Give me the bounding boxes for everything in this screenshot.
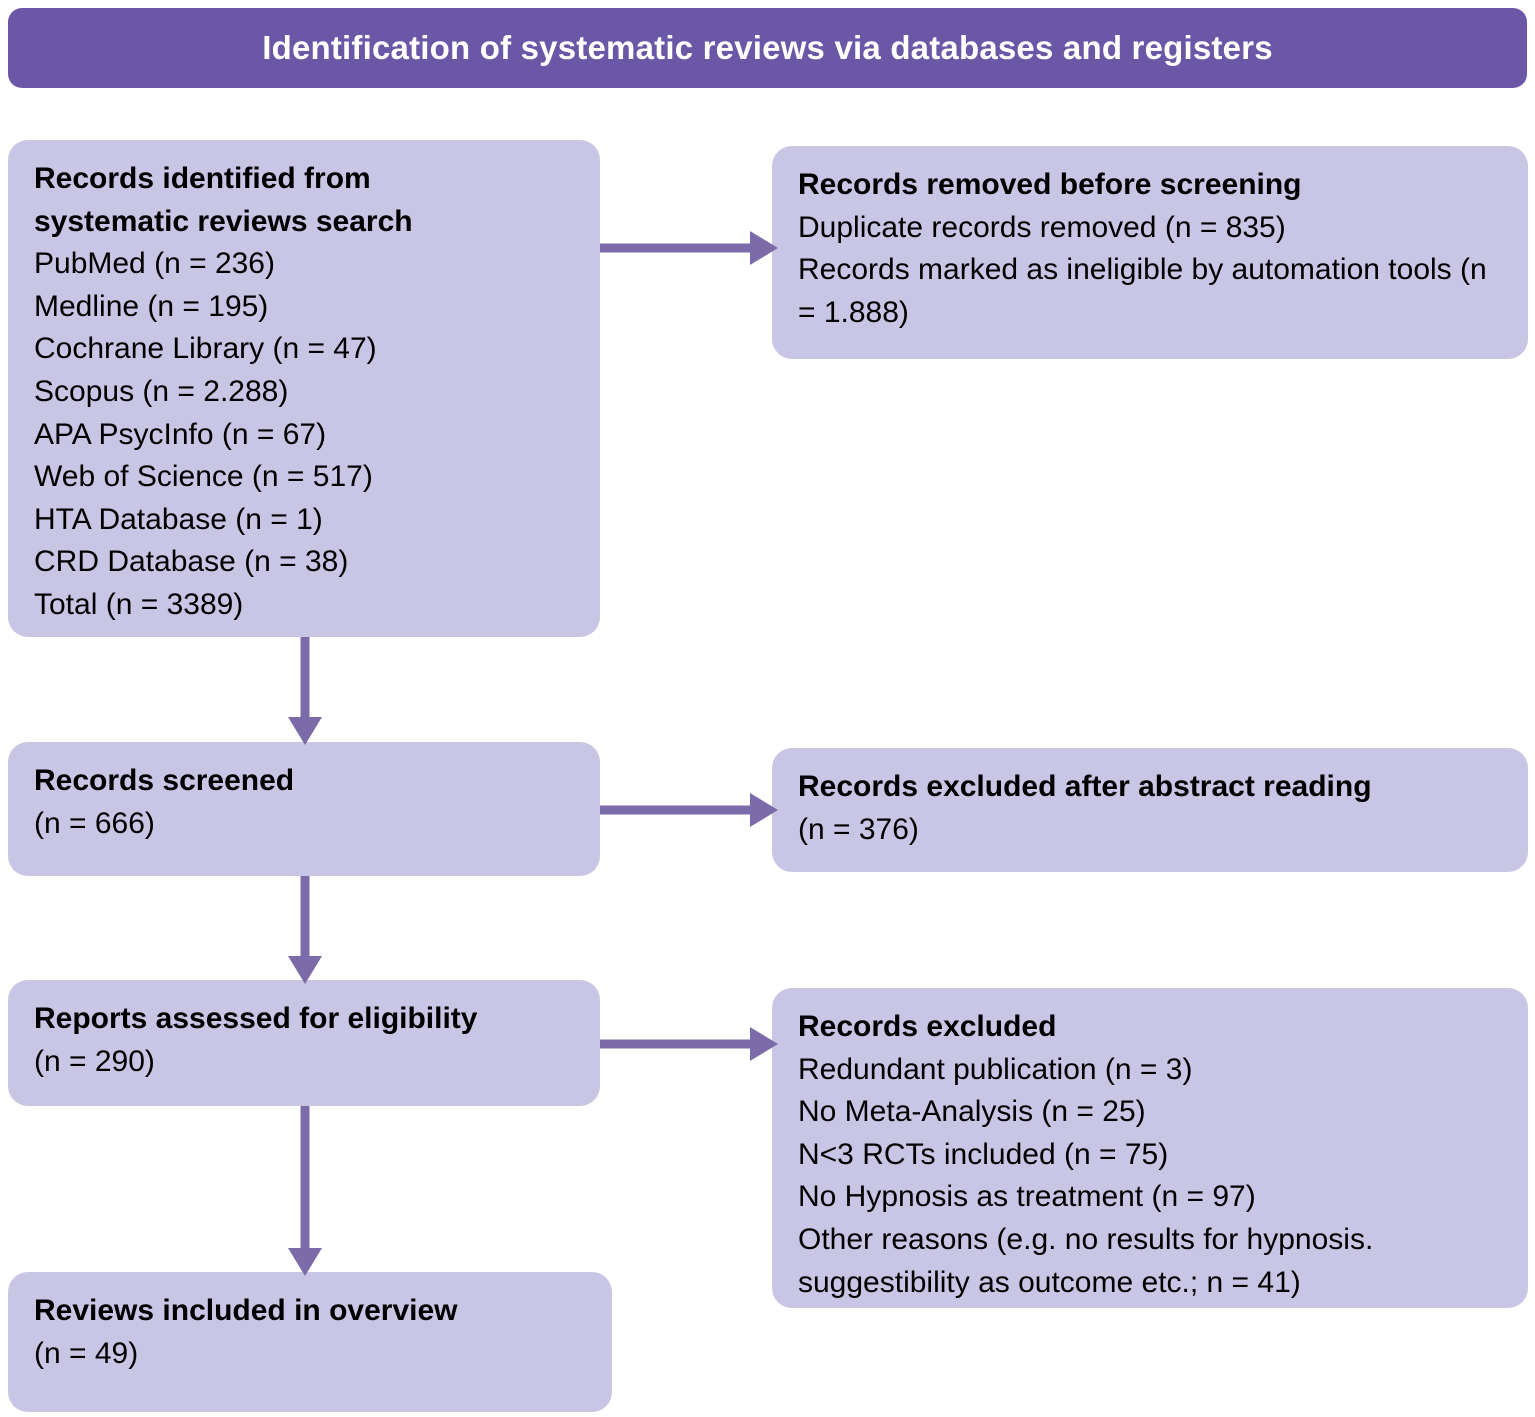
records-screened-count: (n = 666) bbox=[34, 806, 155, 840]
box-records-excluded-abstract-heading: Records excluded after abstract reading bbox=[798, 770, 1372, 803]
box-records-screened: Records screened (n = 666) bbox=[8, 742, 600, 876]
records-excluded-abstract-count: (n = 376) bbox=[798, 812, 919, 846]
arrow-shaft bbox=[600, 243, 754, 253]
source-count-web-of-science: Web of Science (n = 517) bbox=[34, 460, 373, 494]
arrow-down-icon-eligibility-to-included bbox=[260, 1106, 350, 1276]
box-records-excluded-reasons: Records excluded Redundant publication (… bbox=[772, 988, 1528, 1308]
source-count-crd-database: CRD Database (n = 38) bbox=[34, 545, 349, 579]
source-count-scopus: Scopus (n = 2.288) bbox=[34, 374, 289, 408]
arrow-head bbox=[750, 231, 778, 265]
box-reviews-included-in-overview: Reviews included in overview (n = 49) bbox=[8, 1272, 612, 1412]
exclusion-reason-no-meta-analysis: No Meta-Analysis (n = 25) bbox=[798, 1095, 1146, 1129]
removed-automation-tools: Records marked as ineligible by automati… bbox=[798, 253, 1496, 329]
source-count-apa-psycinfo: APA PsycInfo (n = 67) bbox=[34, 417, 327, 451]
arrow-right-icon-eligibility-to-excluded bbox=[600, 1024, 778, 1064]
arrow-down-icon-screened-to-eligibility bbox=[260, 876, 350, 984]
exclusion-reason-other: Other reasons (e.g. no results for hypno… bbox=[798, 1222, 1382, 1299]
reviews-included-count: (n = 49) bbox=[34, 1336, 139, 1370]
box-records-screened-heading: Records screened bbox=[34, 764, 295, 797]
box-records-removed-before-screening: Records removed before screening Duplica… bbox=[772, 146, 1528, 359]
arrow-right-icon-screened-to-excluded-abstract bbox=[600, 790, 778, 830]
source-count-total: Total (n = 3389) bbox=[34, 587, 244, 621]
reports-assessed-count: (n = 290) bbox=[34, 1044, 155, 1078]
exclusion-reason-fewer-than-3-rcts: N<3 RCTs included (n = 75) bbox=[798, 1137, 1169, 1171]
arrow-head bbox=[288, 1248, 322, 1276]
box-reports-assessed-for-eligibility: Reports assessed for eligibility (n = 29… bbox=[8, 980, 600, 1106]
arrow-head bbox=[288, 956, 322, 984]
box-records-identified: Records identified from systematic revie… bbox=[8, 140, 600, 637]
diagram-title: Identification of systematic reviews via… bbox=[262, 28, 1273, 66]
box-reviews-included-heading: Reviews included in overview bbox=[34, 1294, 458, 1327]
box-records-excluded-after-abstract: Records excluded after abstract reading … bbox=[772, 748, 1528, 872]
source-count-cochrane-library: Cochrane Library (n = 47) bbox=[34, 332, 377, 366]
arrow-down-icon-identified-to-screened bbox=[260, 637, 350, 745]
box-records-identified-heading-line2: systematic reviews search bbox=[34, 204, 413, 238]
arrow-right-icon-identified-to-removed bbox=[600, 228, 778, 268]
box-records-removed-heading: Records removed before screening bbox=[798, 168, 1302, 201]
arrow-shaft bbox=[300, 1106, 310, 1250]
box-records-excluded-heading: Records excluded bbox=[798, 1010, 1057, 1043]
source-count-pubmed: PubMed (n = 236) bbox=[34, 247, 275, 281]
arrow-head bbox=[288, 717, 322, 745]
arrow-head bbox=[750, 793, 778, 827]
box-reports-assessed-heading: Reports assessed for eligibility bbox=[34, 1002, 478, 1035]
arrow-head bbox=[750, 1027, 778, 1061]
box-records-identified-heading-line1: Records identified from bbox=[34, 162, 371, 195]
exclusion-reason-no-hypnosis-treatment: No Hypnosis as treatment (n = 97) bbox=[798, 1180, 1256, 1214]
diagram-header-banner: Identification of systematic reviews via… bbox=[8, 8, 1527, 88]
source-count-medline: Medline (n = 195) bbox=[34, 289, 269, 323]
removed-duplicate-records: Duplicate records removed (n = 835) bbox=[798, 210, 1286, 244]
source-count-hta-database: HTA Database (n = 1) bbox=[34, 502, 323, 536]
exclusion-reason-redundant-publication: Redundant publication (n = 3) bbox=[798, 1052, 1193, 1086]
arrow-shaft bbox=[300, 637, 310, 719]
arrow-shaft bbox=[300, 876, 310, 958]
arrow-shaft bbox=[600, 1039, 754, 1049]
arrow-shaft bbox=[600, 805, 754, 815]
